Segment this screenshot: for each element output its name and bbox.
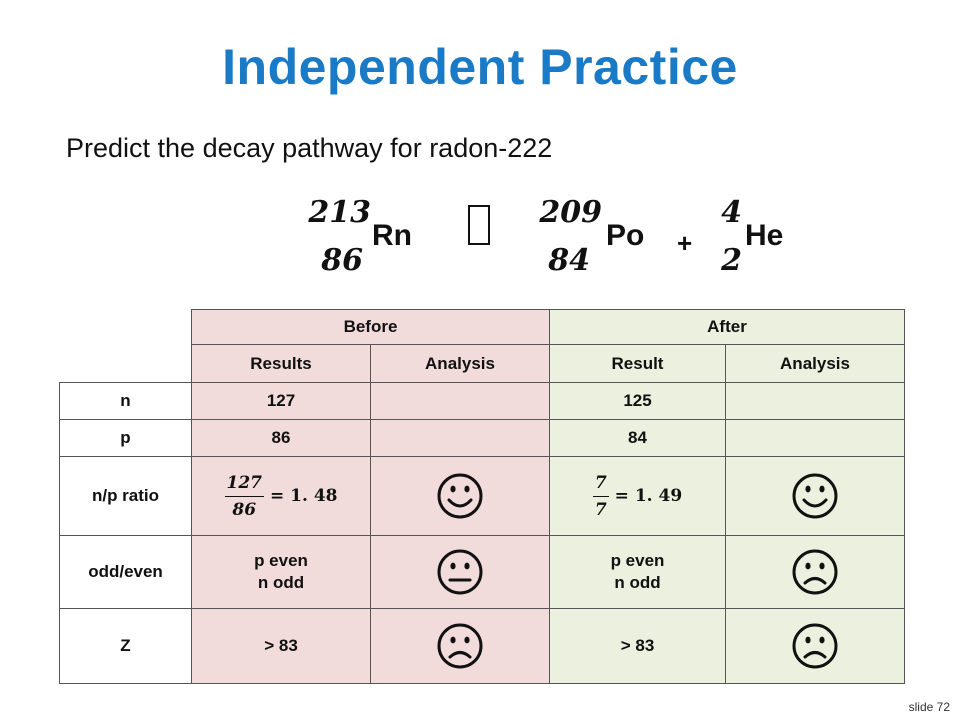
product1-mass-number: 209 (539, 195, 602, 230)
n-before-value: 127 (191, 382, 371, 420)
missing-glyph-box-icon (468, 205, 490, 245)
product2-mass-number: 4 (721, 195, 742, 230)
oddeven-before-line1: p even (254, 551, 308, 570)
ratio-after-denominator: 7 (594, 499, 607, 520)
header-after-result: Result (549, 344, 726, 383)
z-after-value: > 83 (549, 608, 726, 684)
oddeven-after-line1: p even (610, 551, 665, 570)
decay-analysis-table: Before After Results Analysis Result Ana… (59, 309, 905, 684)
row-label-n: n (59, 382, 192, 420)
ratio-before-numerator: 127 (224, 473, 264, 497)
oddeven-after-value: p even n odd (549, 535, 726, 609)
row-label-oddeven: odd/even (59, 535, 192, 609)
ratio-before-result: = 1. 48 (270, 486, 338, 506)
row-label-z: Z (59, 608, 192, 684)
oddeven-after-analysis (725, 535, 905, 609)
ratio-before-fraction: 127 86 = 1. 48 (224, 473, 338, 520)
ratio-after-numerator: 7 (592, 473, 609, 497)
neutral-face-icon (437, 549, 483, 595)
frown-face-icon (437, 623, 483, 669)
ratio-before-analysis (370, 456, 550, 536)
product2-symbol: He (745, 219, 784, 252)
product1-symbol: Po (606, 219, 645, 252)
product2-atomic-number: 2 (721, 243, 742, 278)
frown-face-icon (792, 623, 838, 669)
p-before-analysis (370, 419, 550, 457)
n-after-value: 125 (549, 382, 726, 420)
p-before-value: 86 (191, 419, 371, 457)
row-label-p: p (59, 419, 192, 457)
table-corner (59, 309, 192, 345)
n-before-analysis (370, 382, 550, 420)
header-before-analysis: Analysis (370, 344, 550, 383)
header-after: After (549, 309, 905, 345)
ratio-after-result: = 1. 49 (614, 486, 683, 506)
smile-face-icon (792, 473, 838, 519)
plus-sign: + (677, 228, 693, 258)
table-row: odd/even p even n odd p even n odd (59, 535, 905, 609)
header-before-results: Results (191, 344, 371, 383)
smile-face-icon (437, 473, 483, 519)
reactant-atomic-number: 86 (321, 243, 363, 278)
row-label-ratio: n/p ratio (59, 456, 192, 536)
ratio-before-denominator: 86 (232, 499, 257, 520)
z-before-value: > 83 (191, 608, 371, 684)
slide-number: slide 72 (908, 700, 950, 714)
n-after-analysis (725, 382, 905, 420)
ratio-after-fraction: 7 7 = 1. 49 (592, 473, 683, 520)
table-row: Z > 83 > 83 (59, 608, 905, 684)
header-after-analysis: Analysis (725, 344, 905, 383)
reactant-symbol: Rn (372, 219, 412, 252)
frown-face-icon (792, 549, 838, 595)
slide-title: Independent Practice (222, 39, 738, 95)
p-after-value: 84 (549, 419, 726, 457)
table-row: n/p ratio 127 86 = 1. 48 (59, 456, 905, 536)
table-header-row: Results Analysis Result Analysis (59, 344, 905, 383)
oddeven-before-value: p even n odd (191, 535, 371, 609)
ratio-after-analysis (725, 456, 905, 536)
product1-atomic-number: 84 (548, 243, 590, 278)
table-row: p 86 84 (59, 419, 905, 457)
reactant-mass-number: 213 (308, 195, 371, 230)
header-before: Before (191, 309, 550, 345)
table-corner (59, 344, 192, 383)
ratio-after-value: 7 7 = 1. 49 (549, 456, 726, 536)
table-header-group-row: Before After (59, 309, 905, 345)
oddeven-before-line2: n odd (257, 573, 305, 592)
z-after-analysis (725, 608, 905, 684)
oddeven-after-line2: n odd (614, 573, 661, 592)
table-row: n 127 125 (59, 382, 905, 420)
oddeven-before-analysis (370, 535, 550, 609)
slide-subtitle: Predict the decay pathway for radon-222 (66, 133, 553, 163)
z-before-analysis (370, 608, 550, 684)
p-after-analysis (725, 419, 905, 457)
ratio-before-value: 127 86 = 1. 48 (191, 456, 371, 536)
